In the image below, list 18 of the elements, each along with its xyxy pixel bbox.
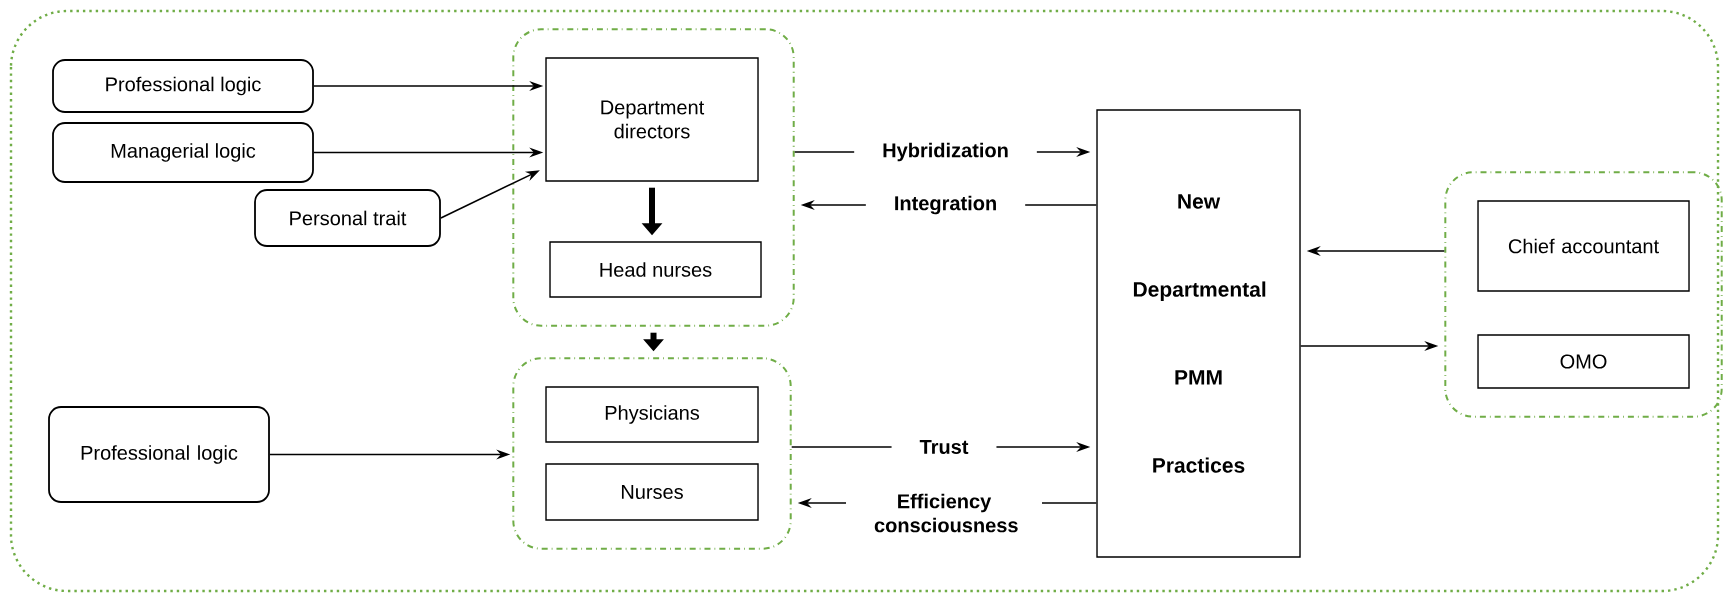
edge-label: Hybridization: [854, 138, 1037, 166]
edge-label: Efficiency consciousness: [846, 489, 1042, 537]
edge-label: Integration: [865, 191, 1026, 219]
input-box: Professional logic: [52, 59, 314, 113]
role-box: Department directors: [545, 57, 759, 182]
group-frame: [512, 357, 792, 550]
input-box: Professional logic: [48, 406, 270, 503]
role-box: Nurses: [545, 463, 759, 521]
practices-box: New Departmental PMM Practices: [1096, 109, 1301, 558]
role-box: OMO: [1477, 334, 1690, 389]
input-box: Personal trait: [254, 189, 441, 247]
role-box: Physicians: [545, 386, 759, 443]
input-box: Managerial logic: [52, 122, 314, 183]
edge-label: Trust: [891, 436, 997, 458]
group-frame: [512, 28, 795, 327]
role-box: Head nurses: [549, 241, 762, 298]
role-box: Chief accountant: [1477, 200, 1690, 292]
group-frame: [1444, 171, 1723, 418]
